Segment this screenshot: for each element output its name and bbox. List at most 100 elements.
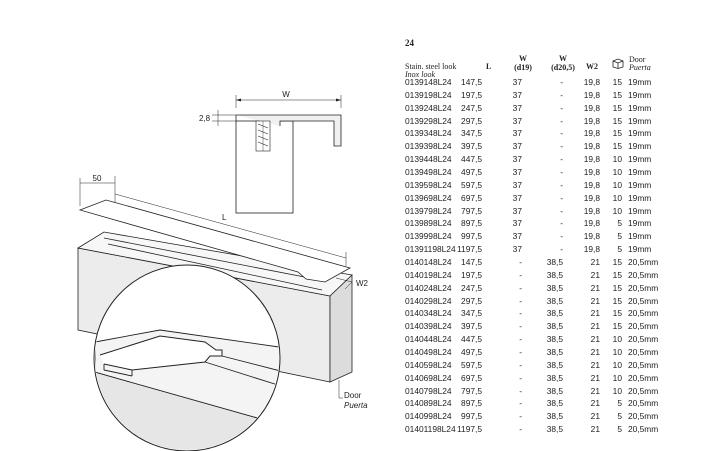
- cell-d: 19mm: [628, 115, 652, 126]
- cell-code: 0140398L24: [405, 321, 452, 332]
- header-door-es: Puerta: [629, 63, 651, 72]
- cell-code: 0139248L24: [405, 102, 452, 113]
- width-50-label: 50: [93, 174, 102, 183]
- cell-d: 19mm: [628, 231, 652, 242]
- cell-code: 0139448L24: [405, 154, 452, 165]
- cell-code: 0139298L24: [405, 115, 452, 126]
- cell-code: 0139698L24: [405, 192, 452, 203]
- cell-d: 20,5mm: [628, 411, 659, 422]
- header-l: L: [486, 62, 492, 71]
- material-en: Stain. steel look: [405, 62, 457, 71]
- header-door-en: Door: [629, 55, 646, 64]
- cell-code: 0140798L24: [405, 385, 452, 396]
- cell-code: 0139998L24: [405, 231, 452, 242]
- table-header: Stain. steel look Inox look L W (d19) W …: [405, 48, 705, 79]
- cell-code: 0140348L24: [405, 308, 452, 319]
- header-w2: W2: [586, 62, 598, 71]
- w2-dimension-label: W2: [356, 279, 369, 288]
- cell-code: 01401198L24: [405, 424, 456, 435]
- door-label-es: Puerta: [344, 401, 368, 410]
- header-door: Door Puerta: [629, 56, 651, 72]
- cell-d: 19mm: [628, 192, 652, 203]
- length-dimension-label: L: [222, 213, 227, 222]
- cell-code: 0139148L24: [405, 77, 452, 87]
- cell-d: 19mm: [628, 167, 652, 178]
- spec-table: 24 Stain. steel look Inox look L W (d19)…: [405, 38, 705, 436]
- door-label: Door: [344, 391, 362, 400]
- cell-code: 0140148L24: [405, 257, 452, 268]
- cell-code: 0139498L24: [405, 167, 452, 178]
- cell-d: 20,5mm: [628, 321, 659, 332]
- material-es: Inox look: [405, 70, 435, 79]
- cell-d: 20,5mm: [628, 295, 659, 306]
- cell-d: 20,5mm: [628, 257, 659, 268]
- cell-d: 19mm: [628, 244, 652, 255]
- cell-code: 0140998L24: [405, 411, 452, 422]
- material-label: Stain. steel look Inox look: [405, 63, 456, 79]
- cell-code: 0140198L24: [405, 269, 452, 280]
- series-number: 24: [405, 38, 414, 48]
- cell-d: 19mm: [628, 179, 652, 190]
- cell-code: 0140248L24: [405, 282, 452, 293]
- cell-d: 20,5mm: [628, 347, 659, 358]
- cell-code: 0139398L24: [405, 141, 452, 152]
- header-w2a-top: W: [559, 54, 567, 63]
- cell-d: 19mm: [628, 128, 652, 139]
- cell-d: 20,5mm: [628, 372, 659, 383]
- cell-code: 0140698L24: [405, 372, 452, 383]
- cell-code: 0139898L24: [405, 218, 452, 229]
- cell-d: 20,5mm: [628, 334, 659, 345]
- cell-d: 20,5mm: [628, 269, 659, 280]
- cell-d: 19mm: [628, 218, 652, 229]
- cell-code: 0140898L24: [405, 398, 452, 409]
- cell-d: 20,5mm: [628, 282, 659, 293]
- cell-code: 0139598L24: [405, 179, 452, 190]
- cell-code: 0139198L24: [405, 89, 452, 100]
- cell-d: 19mm: [628, 205, 652, 216]
- cell-code: 0140298L24: [405, 295, 452, 306]
- cell-code: 0140498L24: [405, 347, 452, 358]
- cell-d: 20,5mm: [628, 385, 659, 396]
- cell-code: 01391198L24: [405, 244, 456, 255]
- cell-d: 20,5mm: [628, 424, 659, 435]
- cell-code: 0140448L24: [405, 334, 452, 345]
- header-w2a-bottom: (d20,5): [551, 63, 575, 72]
- cell-code: 0140598L24: [405, 359, 452, 370]
- header-w1-bottom: (d19): [514, 63, 532, 72]
- technical-drawing: W 2,8 50 L W2 Door Puerta: [76, 90, 369, 451]
- header-w2a: W (d20,5): [545, 54, 581, 72]
- cell-d: 19mm: [628, 77, 652, 87]
- height-dimension-label: 2,8: [199, 114, 211, 123]
- width-dimension-label: W: [282, 90, 290, 99]
- cell-d: 19mm: [628, 102, 652, 113]
- header-w1-top: W: [519, 54, 527, 63]
- header-w1: W (d19): [511, 54, 535, 72]
- cell-d: 20,5mm: [628, 398, 659, 409]
